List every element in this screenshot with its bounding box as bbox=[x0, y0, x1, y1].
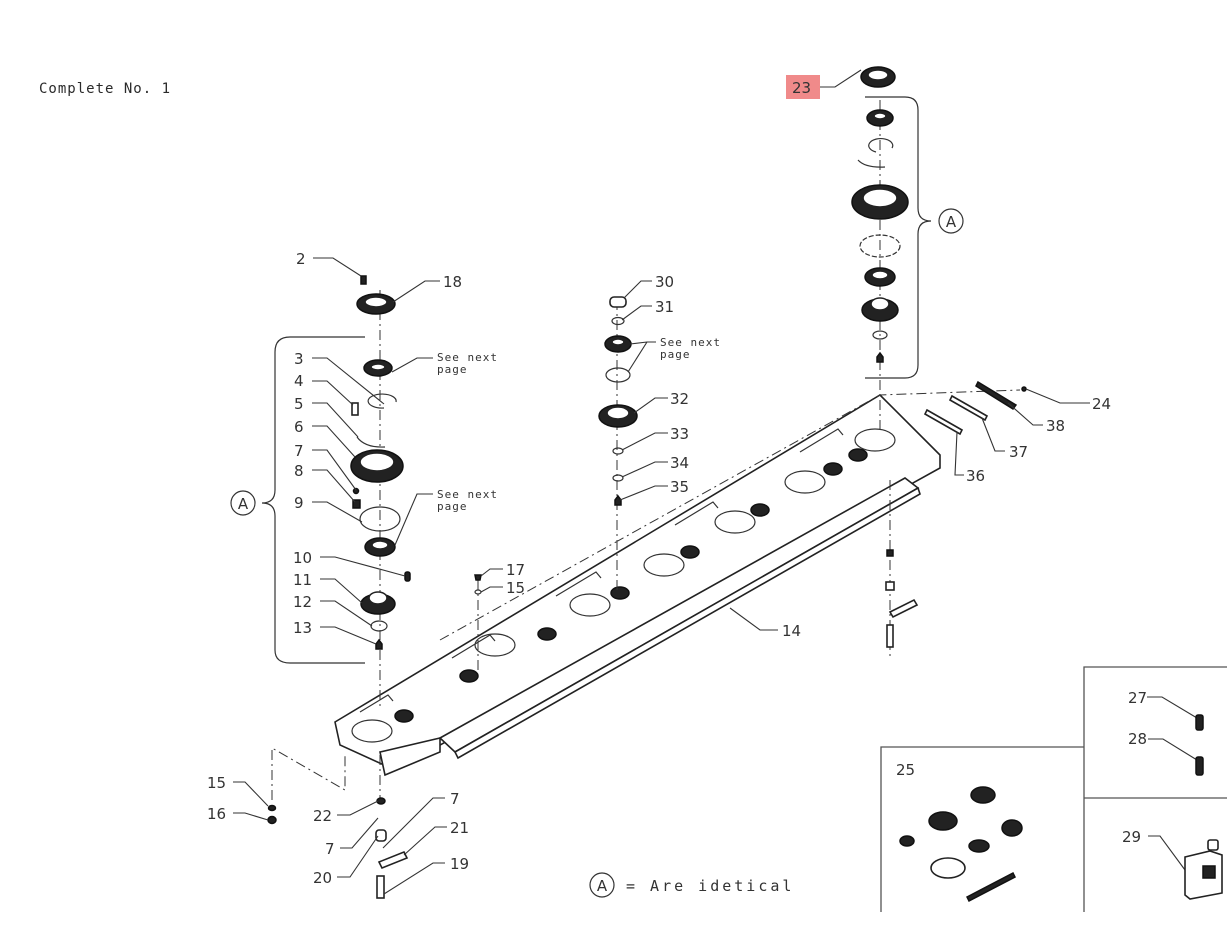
see-next-note-1-line2: page bbox=[437, 363, 468, 376]
part-label-29: 29 bbox=[1122, 828, 1141, 846]
left-bearing-stack bbox=[350, 275, 411, 650]
bottle-28 bbox=[1195, 756, 1204, 776]
part-label-31: 31 bbox=[655, 298, 674, 316]
part-label-7-lower: 7 bbox=[325, 840, 335, 858]
right-group-bracket bbox=[865, 96, 932, 379]
highlighted-part-box[interactable] bbox=[786, 75, 820, 99]
see-next-note-1-line1: See next bbox=[437, 351, 498, 364]
bottle-27 bbox=[1195, 714, 1204, 731]
part-label-8: 8 bbox=[294, 462, 304, 480]
legend-marker: A bbox=[597, 877, 608, 895]
part-label-7-right: 7 bbox=[450, 790, 460, 808]
part-label-3: 3 bbox=[294, 350, 304, 368]
part-label-2: 2 bbox=[296, 250, 306, 268]
part-label-17: 17 bbox=[506, 561, 525, 579]
part-label-7: 7 bbox=[294, 442, 304, 460]
diagram-title: Complete No. 1 bbox=[39, 81, 171, 97]
cutter-bar-tabs bbox=[359, 428, 844, 713]
assembly-axes bbox=[271, 100, 1021, 800]
see-next-note-3-line2: page bbox=[660, 348, 691, 361]
legend-circle bbox=[589, 872, 615, 898]
part-label-10: 10 bbox=[293, 549, 312, 567]
part-label-38: 38 bbox=[1046, 417, 1065, 435]
see-next-page-notes: See next page See next page See next pag… bbox=[437, 336, 721, 513]
part-label-20: 20 bbox=[313, 869, 332, 887]
kit-27-28: 27 28 bbox=[1128, 689, 1204, 776]
cutter-bar-assembly bbox=[334, 393, 941, 777]
part-label-11: 11 bbox=[293, 571, 312, 589]
right-group-circle bbox=[938, 208, 964, 234]
part-label-37: 37 bbox=[1009, 443, 1028, 461]
part-label-4: 4 bbox=[294, 372, 304, 390]
cutter-bar-top-plate bbox=[334, 393, 941, 771]
part-label-5: 5 bbox=[294, 395, 304, 413]
part-label-27: 27 bbox=[1128, 689, 1147, 707]
left-group-circle bbox=[230, 490, 256, 516]
part-label-14: 14 bbox=[782, 622, 801, 640]
part-label-25: 25 bbox=[896, 761, 915, 779]
see-next-note-2-line1: See next bbox=[437, 488, 498, 501]
cutter-bar-small-rings bbox=[394, 448, 868, 723]
part-label-30: 30 bbox=[655, 273, 674, 291]
part-label-22: 22 bbox=[313, 807, 332, 825]
part-label-12: 12 bbox=[293, 593, 312, 611]
cutter-bar-bearing-holes bbox=[351, 428, 896, 743]
part-label-19: 19 bbox=[450, 855, 469, 873]
part-label-21: 21 bbox=[450, 819, 469, 837]
center-stack bbox=[474, 296, 638, 595]
part-label-24: 24 bbox=[1092, 395, 1111, 413]
part-label-6: 6 bbox=[294, 418, 304, 436]
cutter-bar-skid-lip bbox=[453, 486, 921, 760]
part-label-15-center: 15 bbox=[506, 579, 525, 597]
part-label-23[interactable]: 23 bbox=[792, 79, 811, 97]
part-label-16: 16 bbox=[207, 805, 226, 823]
repair-kit-25: 25 bbox=[896, 761, 1023, 903]
part-label-32: 32 bbox=[670, 390, 689, 408]
cutter-bar-side-rail bbox=[379, 736, 441, 777]
legend-text: = Are idetical bbox=[626, 877, 794, 895]
part-label-18: 18 bbox=[443, 273, 462, 291]
left-group-bracket bbox=[261, 336, 365, 664]
see-next-note-3-line1: See next bbox=[660, 336, 721, 349]
part-label-33: 33 bbox=[670, 425, 689, 443]
oil-can-29: 29 bbox=[1122, 828, 1223, 900]
part-labels: 2 18 3 4 5 6 7 8 9 10 11 12 13 30 31 32 … bbox=[207, 250, 1111, 887]
legend: A = Are idetical bbox=[589, 872, 794, 898]
see-next-note-2-line2: page bbox=[437, 500, 468, 513]
part-label-13: 13 bbox=[293, 619, 312, 637]
misc-parts bbox=[267, 380, 1027, 899]
part-label-35: 35 bbox=[670, 478, 689, 496]
part-label-34: 34 bbox=[670, 454, 689, 472]
kit-boxes bbox=[880, 666, 1227, 912]
part-label-28: 28 bbox=[1128, 730, 1147, 748]
left-group-marker: A bbox=[238, 495, 249, 513]
part-label-36: 36 bbox=[966, 467, 985, 485]
right-bearing-stack bbox=[851, 66, 909, 363]
part-label-9: 9 bbox=[294, 494, 304, 512]
leader-lines bbox=[233, 69, 1198, 895]
part-label-15: 15 bbox=[207, 774, 226, 792]
right-group-marker: A bbox=[946, 213, 957, 231]
